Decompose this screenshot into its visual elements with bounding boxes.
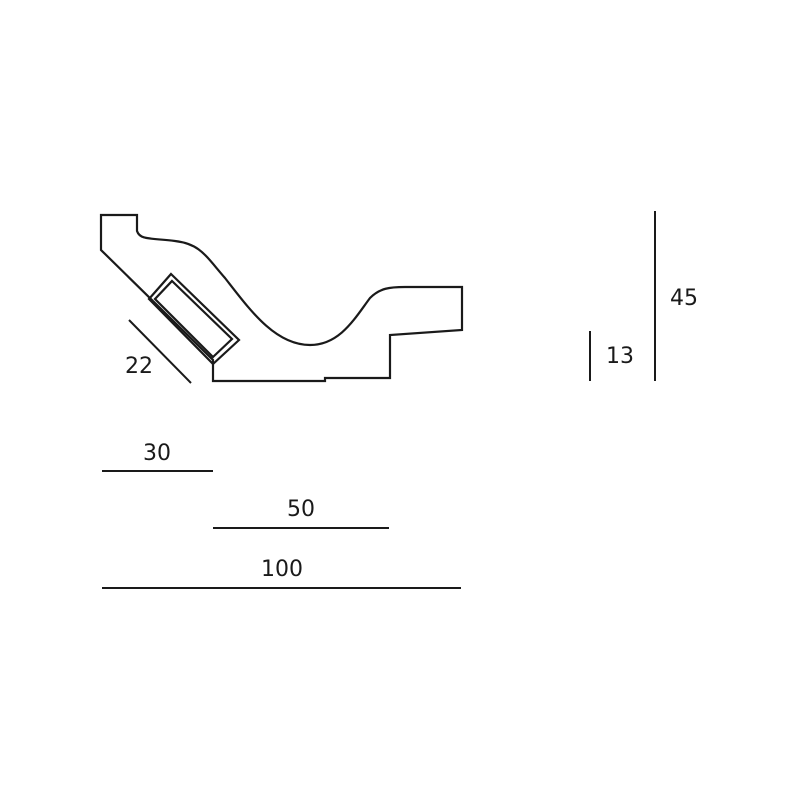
dimension-label-30: 30 xyxy=(143,441,171,466)
led-channel-inner xyxy=(153,279,234,359)
dimension-label-22: 22 xyxy=(125,354,153,379)
dimension-label-50: 50 xyxy=(287,497,315,522)
dimension-line-22 xyxy=(128,319,192,384)
led-channel-outer xyxy=(147,272,241,366)
dimension-label-100: 100 xyxy=(261,557,303,582)
molding-profile-outline xyxy=(99,213,464,383)
dimension-label-13: 13 xyxy=(606,344,634,369)
dimension-label-45: 45 xyxy=(670,286,698,311)
